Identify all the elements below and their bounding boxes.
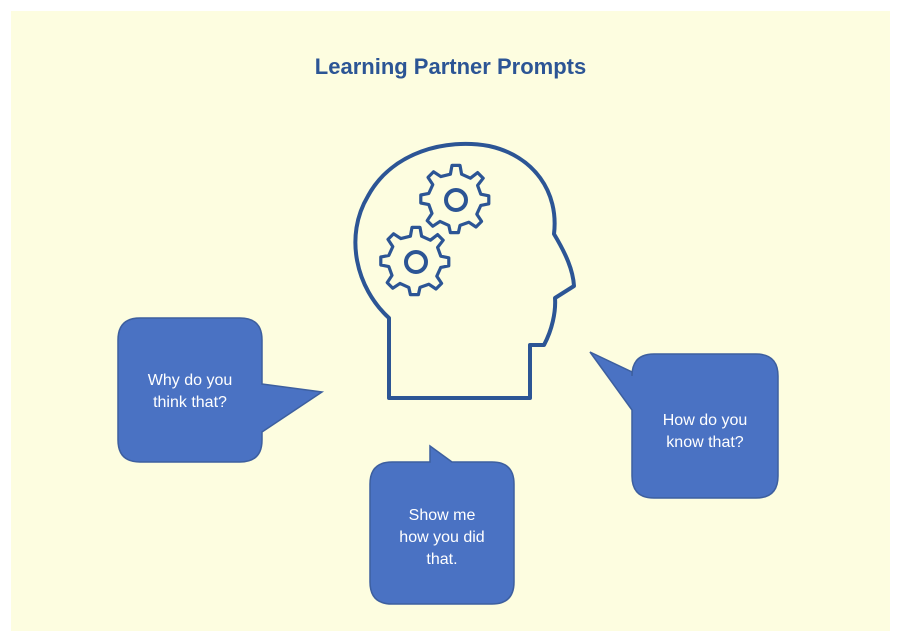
bubble-text-right: How do you know that? xyxy=(662,412,748,451)
gear-icon-upper xyxy=(419,163,491,235)
bubble-text-left: Why do you think that? xyxy=(147,372,233,411)
bubble-text-bottom: Show me how you did that. xyxy=(399,507,485,568)
speech-bubble-right xyxy=(589,351,779,499)
head-outline xyxy=(353,141,576,400)
speech-bubble-bottom xyxy=(369,444,515,605)
page-title: Learning Partner Prompts xyxy=(314,54,587,79)
head-with-gears-icon xyxy=(353,141,576,400)
gear-icon-lower xyxy=(379,225,451,297)
speech-bubble-left xyxy=(117,317,325,463)
